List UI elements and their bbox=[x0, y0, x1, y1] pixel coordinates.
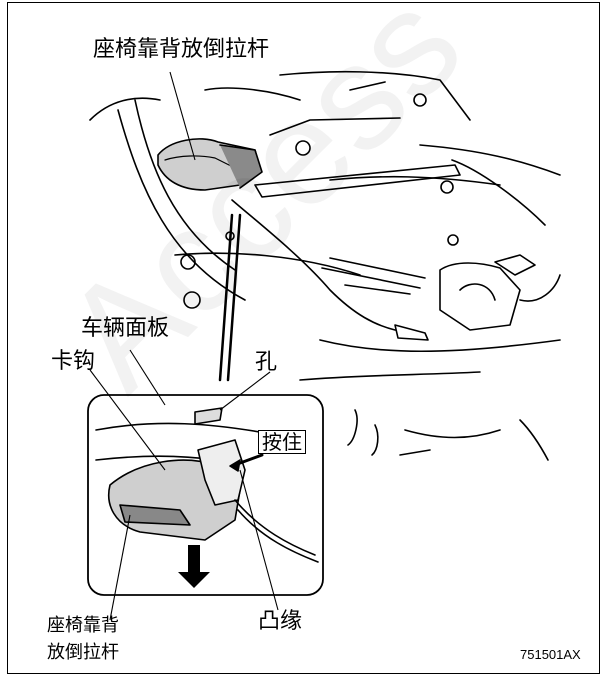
down-arrow bbox=[178, 545, 210, 588]
inset-lever-cable bbox=[237, 509, 319, 563]
panel-edge bbox=[347, 409, 358, 446]
body-curve bbox=[89, 97, 161, 121]
panel-edge bbox=[419, 144, 561, 176]
leader-title bbox=[169, 71, 196, 161]
rod bbox=[321, 267, 421, 289]
panel-edge bbox=[319, 339, 561, 353]
panel-edge bbox=[399, 449, 431, 456]
frame-line bbox=[174, 252, 361, 276]
figure-frame bbox=[7, 2, 600, 674]
wheel-arch-outer bbox=[117, 109, 246, 301]
bolt-hole bbox=[440, 180, 454, 194]
pointer-line bbox=[226, 213, 242, 382]
panel-edge bbox=[269, 117, 401, 136]
panel-edge bbox=[451, 159, 546, 226]
lever-top-shade bbox=[164, 155, 236, 169]
pointer-line bbox=[218, 213, 234, 382]
panel-edge bbox=[371, 424, 379, 456]
inset-press-arrowhead bbox=[229, 459, 241, 472]
panel-edge bbox=[404, 429, 501, 439]
panel-edge bbox=[519, 419, 549, 461]
mechanism bbox=[494, 254, 536, 276]
bolt-hole bbox=[447, 234, 459, 246]
mechanism bbox=[519, 274, 561, 302]
press-label: 按住 bbox=[258, 430, 306, 454]
rod bbox=[254, 164, 461, 198]
hole-label: 孔 bbox=[255, 350, 278, 375]
leader-panel bbox=[129, 349, 166, 406]
hook-label: 卡钩 bbox=[51, 349, 96, 374]
figure-code: 751501AX bbox=[520, 647, 581, 662]
lever-label-line2: 放倒拉杆 bbox=[47, 642, 119, 663]
lever-top-handle bbox=[219, 144, 263, 189]
inset-lever-clip bbox=[197, 439, 246, 506]
bolt-hole bbox=[183, 291, 201, 309]
cable-end bbox=[394, 324, 429, 341]
panel-edge bbox=[299, 371, 481, 381]
mechanism bbox=[439, 262, 521, 331]
leader-hole bbox=[219, 371, 271, 411]
panel-edge bbox=[329, 175, 501, 186]
leader-hook bbox=[89, 369, 166, 471]
leader-lever bbox=[109, 514, 131, 621]
bolt-hole bbox=[180, 254, 196, 270]
vehicle-panel-label: 车辆面板 bbox=[81, 316, 170, 341]
rod bbox=[329, 257, 426, 279]
inset-lever-base bbox=[119, 504, 191, 526]
rod bbox=[344, 284, 411, 295]
panel-edge bbox=[279, 70, 471, 121]
lever-label-line1: 座椅靠背 bbox=[47, 615, 119, 636]
bolt-hole bbox=[295, 140, 311, 156]
cable bbox=[231, 199, 396, 331]
inset-hole bbox=[194, 407, 223, 425]
panel-edge bbox=[349, 81, 386, 91]
mechanism bbox=[459, 283, 496, 301]
bolt-hole bbox=[413, 93, 427, 107]
wheel-arch-inner bbox=[134, 99, 236, 271]
flange-label: 凸缘 bbox=[258, 609, 303, 634]
title-lever-label: 座椅靠背放倒拉杆 bbox=[93, 37, 270, 62]
inset-lever-cable bbox=[234, 499, 316, 556]
leader-flange bbox=[239, 469, 279, 611]
body-curve bbox=[204, 87, 301, 101]
